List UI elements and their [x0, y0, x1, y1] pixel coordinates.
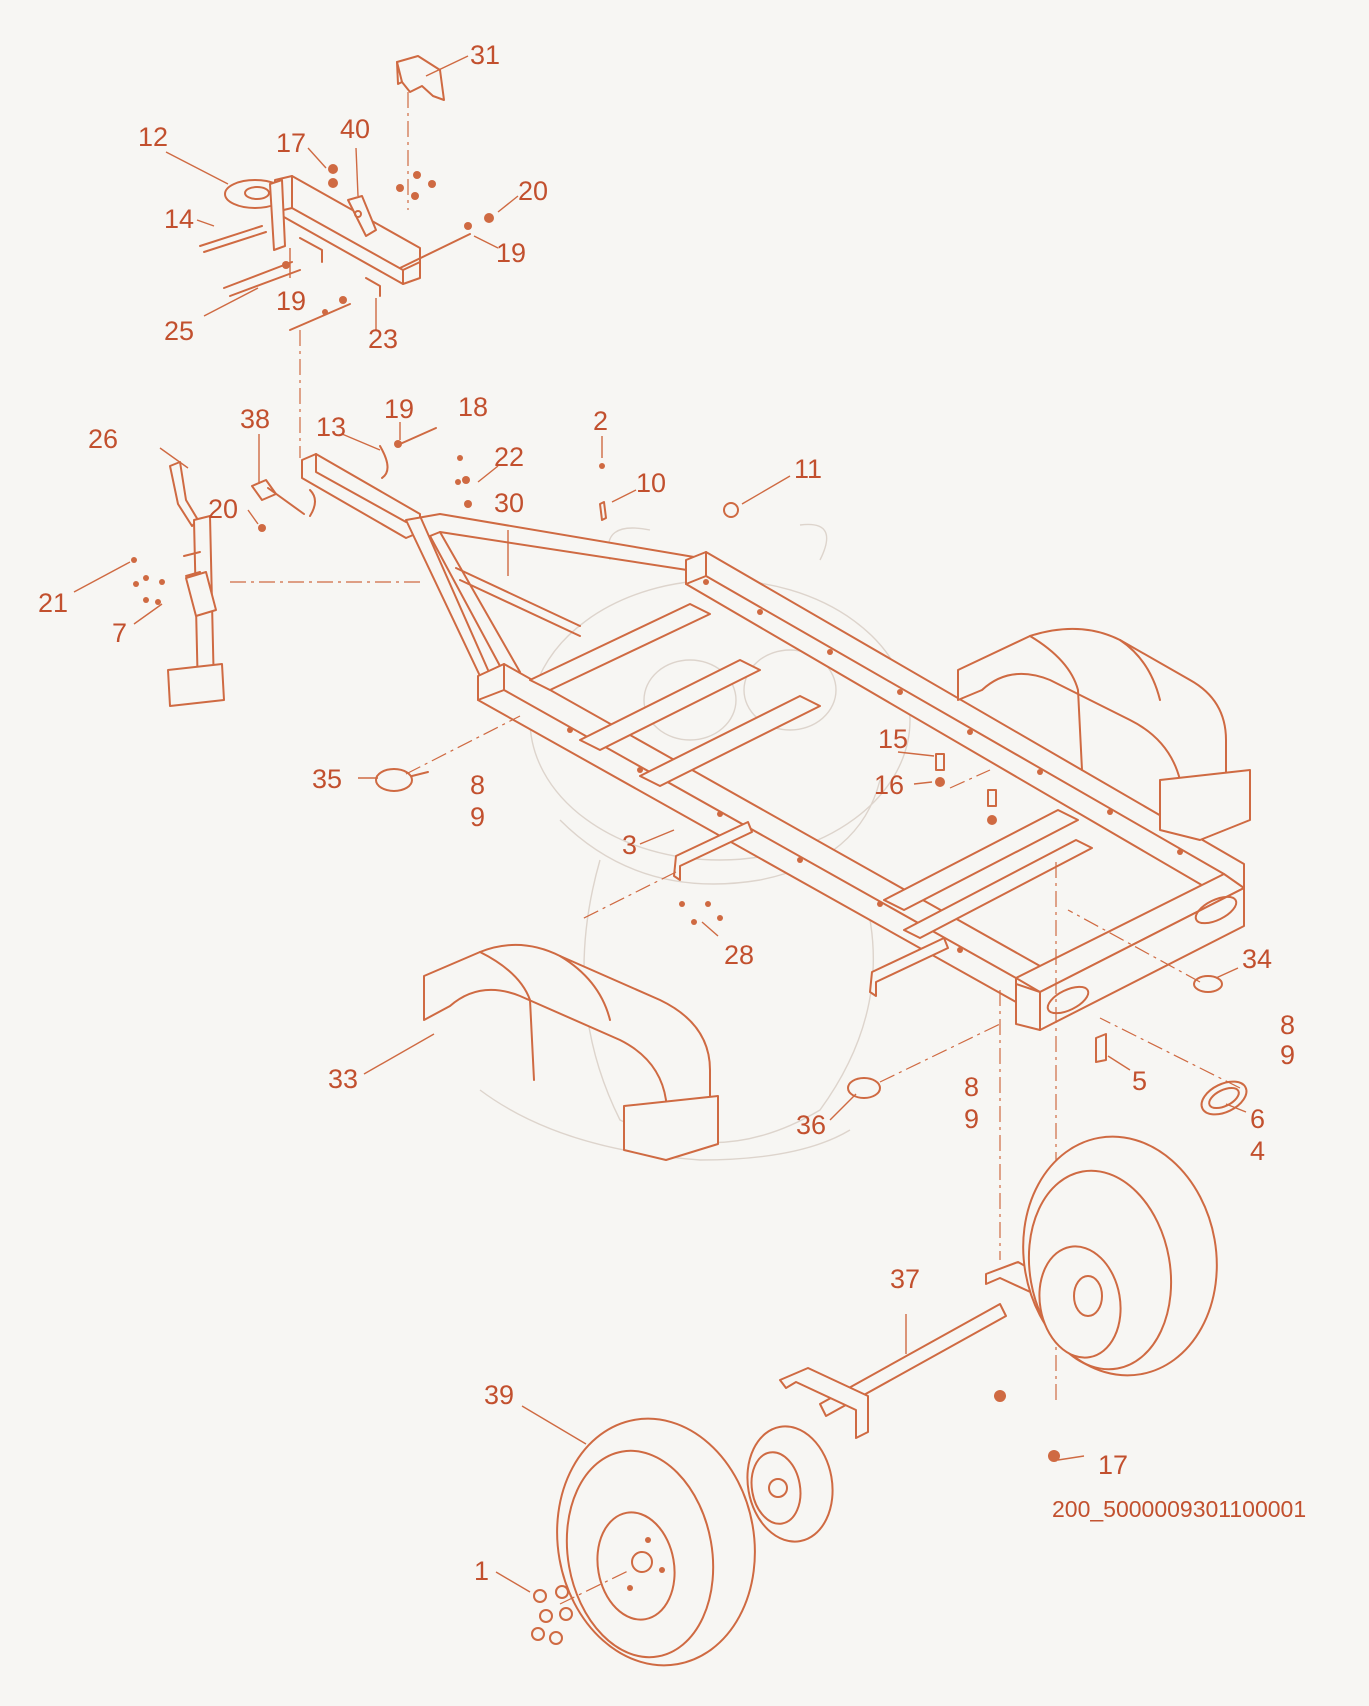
leader-lines: [73, 55, 1247, 1593]
callout-16: 16: [874, 770, 904, 800]
callout-39: 39: [484, 1380, 514, 1410]
callout-12: 12: [138, 122, 168, 152]
callout-34: 34: [1242, 944, 1272, 974]
callout-8: 8: [470, 770, 485, 800]
callout-9: 9: [964, 1104, 979, 1134]
callout-labels: 31 12 17 40 20 14 19 19 25 23 38 13 19 1…: [38, 40, 1295, 1586]
lights: [375, 768, 1248, 1116]
callout-23: 23: [368, 324, 398, 354]
callout-14: 14: [164, 204, 194, 234]
callout-36: 36: [796, 1110, 826, 1140]
callout-13: 13: [316, 412, 346, 442]
callout-35: 35: [312, 764, 342, 794]
callout-19: 19: [276, 286, 306, 316]
fender-left: [423, 943, 719, 1161]
axle-assembly: [531, 1135, 1218, 1667]
callout-31: 31: [470, 40, 500, 70]
callout-28: 28: [724, 940, 754, 970]
callout-10: 10: [636, 468, 666, 498]
callout-7: 7: [112, 618, 127, 648]
callout-25: 25: [164, 316, 194, 346]
callout-20: 20: [208, 494, 238, 524]
callout-8: 8: [1280, 1010, 1295, 1040]
callout-22: 22: [494, 442, 524, 472]
callout-9: 9: [1280, 1040, 1295, 1070]
callout-18: 18: [458, 392, 488, 422]
callout-5: 5: [1132, 1066, 1147, 1096]
callout-33: 33: [328, 1064, 358, 1094]
callout-3: 3: [622, 830, 637, 860]
trailer-frame: [251, 427, 1245, 1063]
callout-37: 37: [890, 1264, 920, 1294]
callout-15: 15: [878, 724, 908, 754]
callout-19: 19: [496, 238, 526, 268]
callout-9: 9: [470, 802, 485, 832]
callout-21: 21: [38, 588, 68, 618]
callout-19: 19: [384, 394, 414, 424]
callout-17: 17: [1098, 1450, 1128, 1480]
callout-11: 11: [794, 454, 822, 484]
callout-30: 30: [494, 488, 524, 518]
callout-1: 1: [474, 1556, 489, 1586]
jack-stand: [131, 461, 420, 707]
callout-8: 8: [964, 1072, 979, 1102]
callout-4: 4: [1250, 1136, 1265, 1166]
callout-38: 38: [240, 404, 270, 434]
hitch-assembly: [199, 55, 494, 458]
callout-20: 20: [518, 176, 548, 206]
callout-40: 40: [340, 114, 370, 144]
callout-6: 6: [1250, 1104, 1265, 1134]
callout-17: 17: [276, 128, 306, 158]
fender-right: [957, 627, 1251, 841]
drawing-code: 200_5000009301100001: [1052, 1496, 1307, 1522]
callout-2: 2: [593, 406, 608, 436]
callout-26: 26: [88, 424, 118, 454]
